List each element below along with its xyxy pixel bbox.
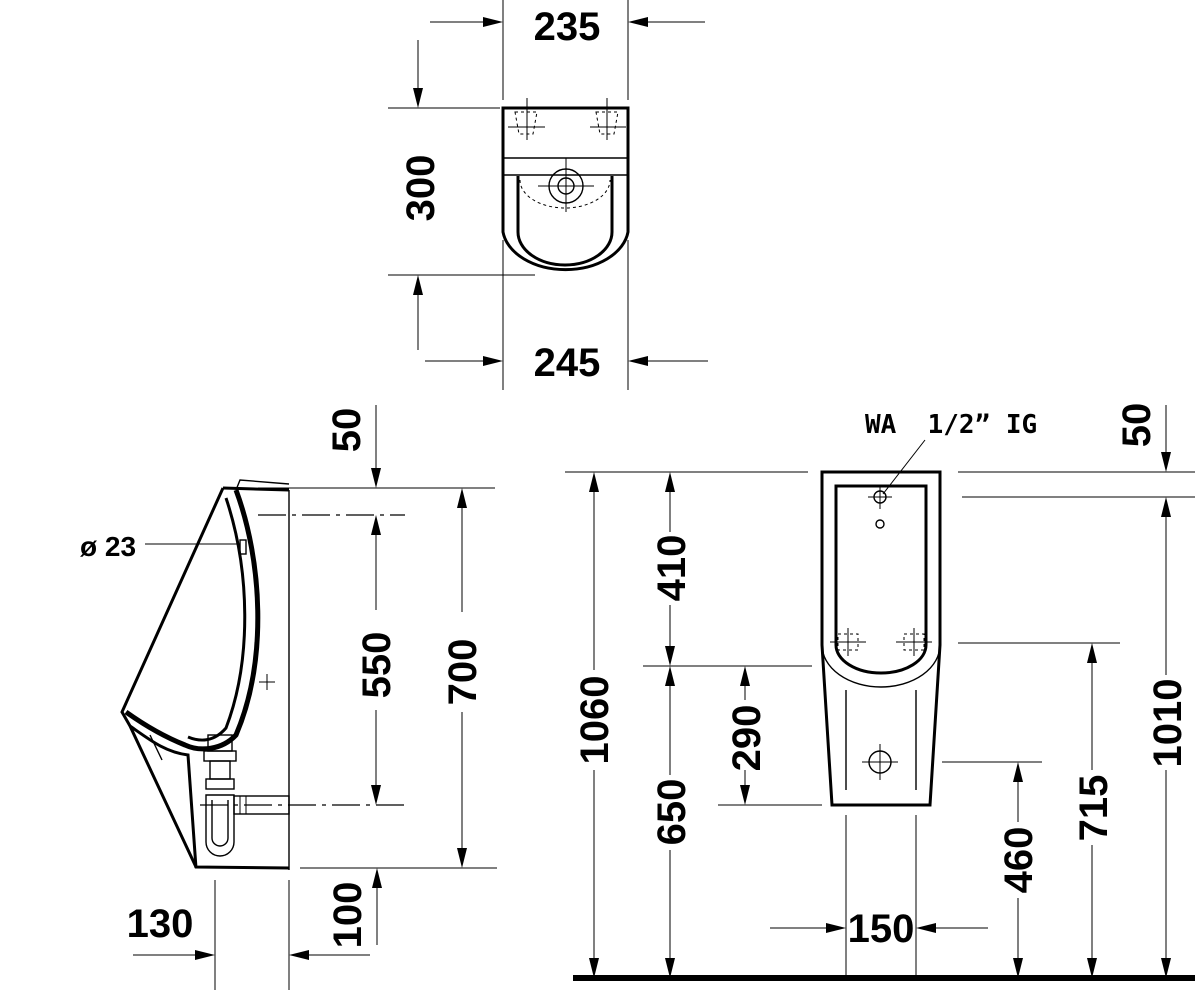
dim-label-150: 150: [848, 907, 915, 951]
dim-1060: 1060: [573, 472, 617, 978]
dim-label-650: 650: [650, 779, 694, 846]
front-view-urinal-outline: [820, 470, 942, 807]
top-view-bowl-outline: [501, 98, 630, 272]
dim-label-1060: 1060: [573, 676, 617, 765]
dim-label-100: 100: [326, 882, 370, 949]
side-view-bowl-outline: [120, 479, 290, 870]
dim-650: 650: [650, 666, 694, 978]
dim-700: 700: [441, 488, 485, 868]
dim-460: 460: [997, 762, 1041, 978]
dim-410: 410: [650, 472, 694, 666]
dim-label-410: 410: [650, 535, 694, 602]
dim-label-130: 130: [127, 902, 194, 946]
dim-550: 550: [355, 515, 399, 805]
dim-label-460: 460: [997, 827, 1041, 894]
dim-label-1010: 1010: [1146, 679, 1190, 768]
top-view: 235 300 245: [388, 0, 708, 390]
dim-label-550: 550: [355, 632, 399, 699]
water-inlet-label: WA 1/2” IG: [865, 410, 1037, 495]
dim-130: 130: [127, 880, 370, 990]
dim-300: 300: [388, 40, 535, 350]
dim-label-245: 245: [534, 341, 601, 385]
dim-1010: 1010: [1146, 497, 1190, 978]
dim-label-290: 290: [725, 705, 769, 772]
front-view: WA 1/2” IG 50 1060: [565, 403, 1195, 981]
dim-290: 290: [725, 666, 769, 805]
dim-150: 150: [770, 907, 988, 951]
dim-715: 715: [1072, 643, 1116, 978]
dim-235: 235: [430, 0, 705, 100]
siphon-trap: [200, 734, 410, 857]
dim-label-50-side: 50: [325, 408, 369, 453]
side-view: 50 ø 23 550 700 100: [80, 405, 497, 990]
dim-label-715: 715: [1072, 775, 1116, 842]
dim-245: 245: [425, 240, 708, 390]
dim-diameter-23: ø 23: [80, 531, 240, 562]
dim-100: 100: [326, 868, 382, 948]
dim-50-side: 50: [325, 405, 381, 488]
water-inlet-label-text: WA 1/2” IG: [865, 410, 1037, 440]
dim-label-235: 235: [534, 5, 601, 49]
dim-label-diameter-23: ø 23: [80, 531, 136, 562]
dim-label-50-front: 50: [1115, 403, 1159, 448]
dim-50-front: 50: [1115, 403, 1171, 472]
dim-label-300: 300: [399, 155, 443, 222]
dim-label-700: 700: [441, 639, 485, 706]
